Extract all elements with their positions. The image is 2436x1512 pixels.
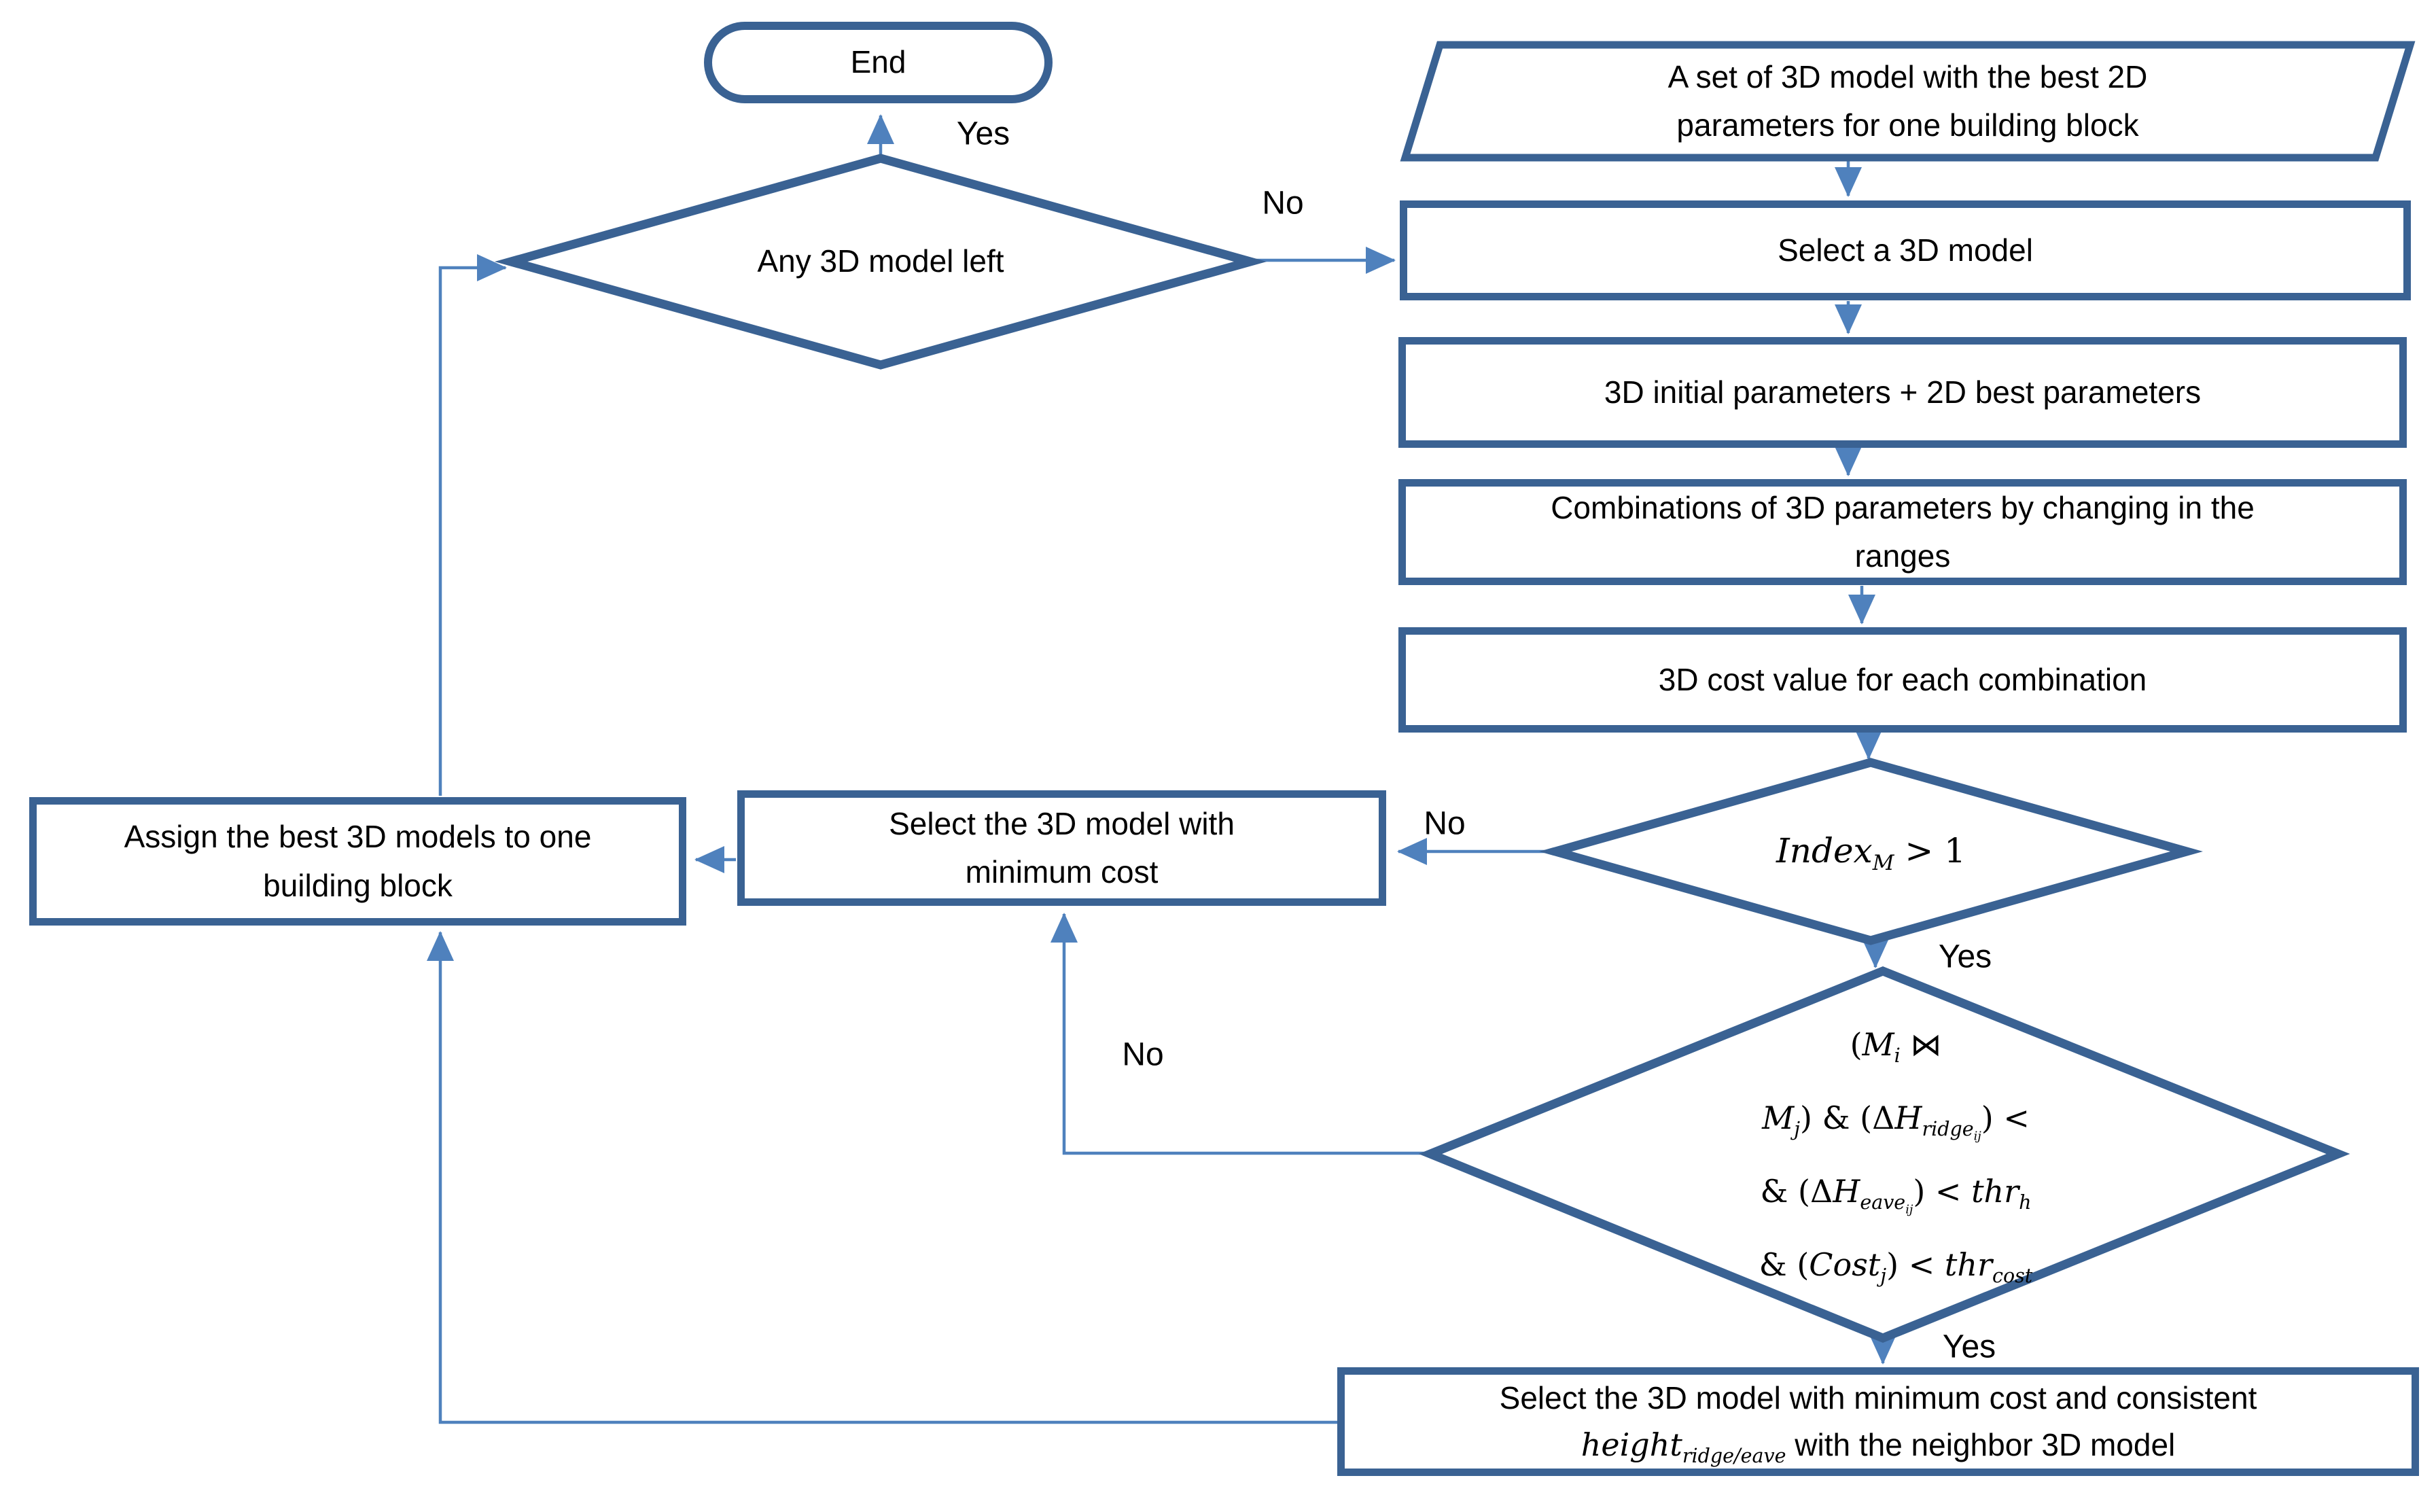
select-consistent-box: Select the 3D model with minimum cost an…	[1337, 1367, 2419, 1476]
select-model-box: Select a 3D model	[1400, 200, 2411, 300]
combinations-box: Combinations of 3D parameters by changin…	[1398, 479, 2407, 585]
no-label-any-to-select: No	[1262, 185, 1304, 222]
arrow-neighbor-no-to-min-cost	[1051, 913, 1430, 1155]
select-min-cost-box: Select the 3D model with minimum cost	[737, 790, 1386, 906]
neighbor-decision-shape	[1418, 966, 2350, 1343]
assign-best-line2: building block	[263, 867, 453, 903]
any-model-decision-shape	[494, 154, 1267, 370]
select-consistent-line2: heightridge/eave with the neighbor 3D mo…	[1581, 1426, 2176, 1468]
assign-best-line1: Assign the best 3D models to one	[124, 819, 592, 855]
init-params-label: 3D initial parameters + 2D best paramete…	[1604, 374, 2202, 410]
end-label: End	[850, 44, 906, 80]
yes-label-any-to-end: Yes	[956, 116, 1010, 152]
cost-value-label: 3D cost value for each combination	[1658, 661, 2147, 697]
select-min-cost-line1: Select the 3D model with	[889, 805, 1235, 841]
no-label-neighbor: No	[1122, 1036, 1164, 1073]
yes-label-index: Yes	[1938, 938, 1992, 975]
select-consistent-line1: Select the 3D model with minimum cost an…	[1499, 1380, 2257, 1416]
yes-label-neighbor: Yes	[1942, 1329, 1996, 1365]
end-terminal: End	[704, 22, 1053, 103]
no-label-index: No	[1424, 805, 1466, 842]
cost-value-box: 3D cost value for each combination	[1398, 627, 2407, 733]
combinations-line1: Combinations of 3D parameters by changin…	[1551, 489, 2255, 525]
index-decision-shape	[1539, 758, 2203, 945]
assign-best-box: Assign the best 3D models to one buildin…	[29, 797, 686, 926]
input-parallelogram-shape	[1400, 41, 2416, 162]
select-min-cost-line2: minimum cost	[965, 854, 1159, 890]
combinations-line2: ranges	[1854, 538, 1951, 574]
select-model-label: Select a 3D model	[1778, 232, 2033, 268]
arrow-assign-to-any	[438, 254, 507, 796]
init-params-box: 3D initial parameters + 2D best paramete…	[1398, 337, 2407, 448]
arrow-consistent-to-assign	[427, 931, 1337, 1424]
